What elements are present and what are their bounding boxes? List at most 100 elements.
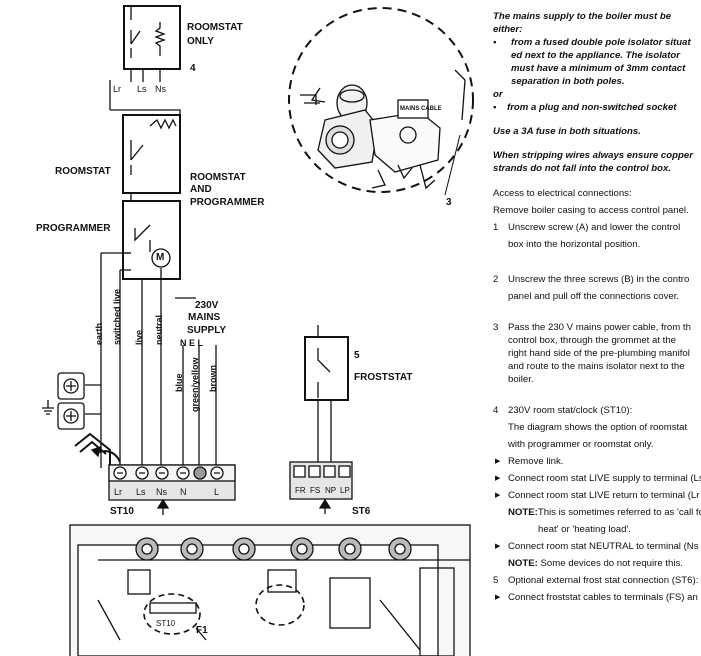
wire-label-earth: earth: [94, 322, 104, 345]
bullet-1-text-a: from a fused double pole isolator situat: [511, 37, 691, 48]
link-arrow: [74, 432, 121, 472]
st6-terminal-fr: FR: [295, 486, 306, 495]
roomstat-label: ROOMSTAT: [55, 166, 111, 177]
figure-4-label: 4: [190, 63, 196, 74]
top-terminal-lr: Lr: [113, 84, 122, 94]
note-2-label: NOTE:: [508, 558, 538, 569]
st6-block: [289, 461, 353, 500]
step-5-text-a: Optional external frost stat connection …: [508, 575, 699, 586]
triangle-bullet-icon: ▶: [495, 475, 501, 482]
bullet-1-line-1: • from a fused double pole isolator situa…: [493, 36, 701, 49]
stripping-note-1: When stripping wires always ensure coppe…: [493, 150, 693, 161]
instruction-3-text: Connect room stat LIVE return to termina…: [508, 490, 700, 501]
step-1-line-2: box into the horizontal position.: [508, 239, 641, 250]
access-intro: Remove boiler casing to access control p…: [493, 205, 689, 216]
step-3-line-3: right hand side of the pre-plumbing mani…: [508, 348, 690, 359]
instruction-4-text: Connect room stat NEUTRAL to terminal (N…: [508, 541, 699, 552]
wire-label-neutral: neutral: [154, 314, 164, 345]
note-1-line-2: heat' or 'heating load'.: [538, 524, 631, 535]
step-4-line-1: 4 230V room stat/clock (ST10):: [493, 404, 701, 417]
step-4-line-3: with programmer or roomstat only.: [508, 439, 654, 450]
warning-line-2: either:: [493, 24, 523, 35]
instruction-froststat: ▶Connect froststat cables to terminals (…: [493, 591, 701, 604]
bullet-2-text: from a plug and non-switched socket: [507, 102, 677, 113]
bullet-1-line-3: must have a minimum of 3mm contact: [511, 63, 686, 74]
pcb: [69, 524, 471, 656]
note-1-line-1: NOTE:This is sometimes referred to as 'c…: [493, 506, 701, 519]
cable-label-blue: blue: [174, 373, 184, 392]
mains-supply-label-1: 230V: [195, 300, 219, 311]
mains-nel-label: N E L: [180, 338, 204, 348]
wiring-diagram: [42, 5, 474, 656]
step-5-line-1: 5 Optional external frost stat connection…: [493, 574, 701, 587]
st10-terminal-ls: Ls: [136, 487, 146, 497]
instruction-remove-link: ▶ Remove link.: [493, 455, 701, 468]
triangle-bullet-icon: ▶: [495, 543, 501, 550]
step-2-line-2: panel and pull off the connections cover…: [508, 291, 680, 302]
wire-label-switched-live: switched live: [112, 288, 122, 345]
st10-terminal-lr: Lr: [114, 487, 123, 497]
roomstat-programmer-label-3: PROGRAMMER: [190, 197, 265, 208]
instruction-live-supply: ▶ Connect room stat LIVE supply to termin…: [493, 472, 701, 485]
motor-label: M: [156, 252, 165, 263]
callout-circle: [288, 7, 474, 196]
roomstat-only-box: [123, 5, 181, 82]
step-4-text-a: 230V room stat/clock (ST10):: [508, 405, 633, 416]
stripping-note-2: strands do not fall into the control box…: [493, 163, 672, 174]
froststat-label: FROSTSTAT: [354, 372, 413, 383]
figure-3-label: 3: [446, 197, 452, 208]
step-5-number: 5: [493, 575, 499, 586]
cable-label-green-yellow: green/yellow: [190, 357, 200, 412]
instruction-neutral: ▶ Connect room stat NEUTRAL to terminal (…: [493, 540, 701, 553]
bullet-2: • from a plug and non-switched socket: [493, 101, 701, 114]
figure-5-label: 5: [354, 350, 360, 361]
bullet-dot: •: [493, 37, 497, 48]
step-3-line-4: and route to the mains isolator next to …: [508, 361, 685, 372]
bullet-dot: •: [493, 102, 497, 113]
step-2-text-a: Unscrew the three screws (B) in the cont…: [508, 274, 690, 285]
wire-label-live: live: [134, 329, 144, 345]
instruction-live-return: ▶Connect room stat LIVE return to termin…: [493, 489, 701, 502]
bullet-1-line-2: ed next to the appliance. The isolator: [511, 50, 680, 61]
top-terminal-ns: Ns: [155, 84, 166, 94]
note-2: NOTE: Some devices do not require this.: [493, 557, 701, 570]
note-1-text-a: This is sometimes referred to as 'call f…: [537, 507, 701, 518]
step-3-line-5: boiler.: [508, 374, 534, 385]
fuse-f1-label: F1: [196, 625, 208, 636]
note-1-label: NOTE:: [508, 507, 538, 518]
triangle-bullet-icon: ▶: [495, 594, 501, 601]
st6-terminal-fs: FS: [310, 486, 321, 495]
cable-label-brown: brown: [208, 365, 218, 392]
st10-label: ST10: [110, 506, 134, 517]
roomstat-programmer-box: [122, 114, 181, 280]
st10-terminal-n: N: [180, 487, 187, 497]
st10-block: [108, 464, 236, 515]
step-1-number: 1: [493, 222, 499, 233]
step-1-text-a: Unscrew screw (A) and lower the control: [508, 222, 681, 233]
step-3-line-2: control box, through the grommet at the: [508, 335, 676, 346]
froststat-box: [304, 325, 349, 514]
triangle-bullet-icon: ▶: [495, 458, 501, 465]
mains-supply-label-3: SUPPLY: [187, 325, 227, 336]
warning-line-1: The mains supply to the boiler must be: [493, 11, 672, 22]
st6-terminal-np: NP: [325, 486, 337, 495]
roomstat-only-label-2: ONLY: [187, 36, 214, 47]
roomstat-only-label-1: ROOMSTAT: [187, 22, 243, 33]
roomstat-programmer-label-2: AND: [190, 184, 212, 195]
step-4-number: 4: [493, 405, 499, 416]
roomstat-programmer-label-1: ROOMSTAT: [190, 172, 246, 183]
bullet-1-line-4: separation in both poles.: [511, 76, 625, 87]
step-4-line-2: The diagram shows the option of roomstat: [508, 422, 688, 433]
st10-terminal-l: L: [214, 487, 220, 497]
step-3-number: 3: [493, 322, 499, 333]
or-text: or: [493, 89, 503, 100]
instruction-2-text: Connect room stat LIVE supply to termina…: [508, 473, 701, 484]
instruction-1-text: Remove link.: [508, 456, 564, 467]
st10-terminal-ns: Ns: [156, 487, 167, 497]
mains-supply-label-2: MAINS: [188, 312, 221, 323]
top-terminal-ls: Ls: [137, 84, 147, 94]
step-1-line-1: 1 Unscrew screw (A) and lower the control: [493, 221, 701, 234]
